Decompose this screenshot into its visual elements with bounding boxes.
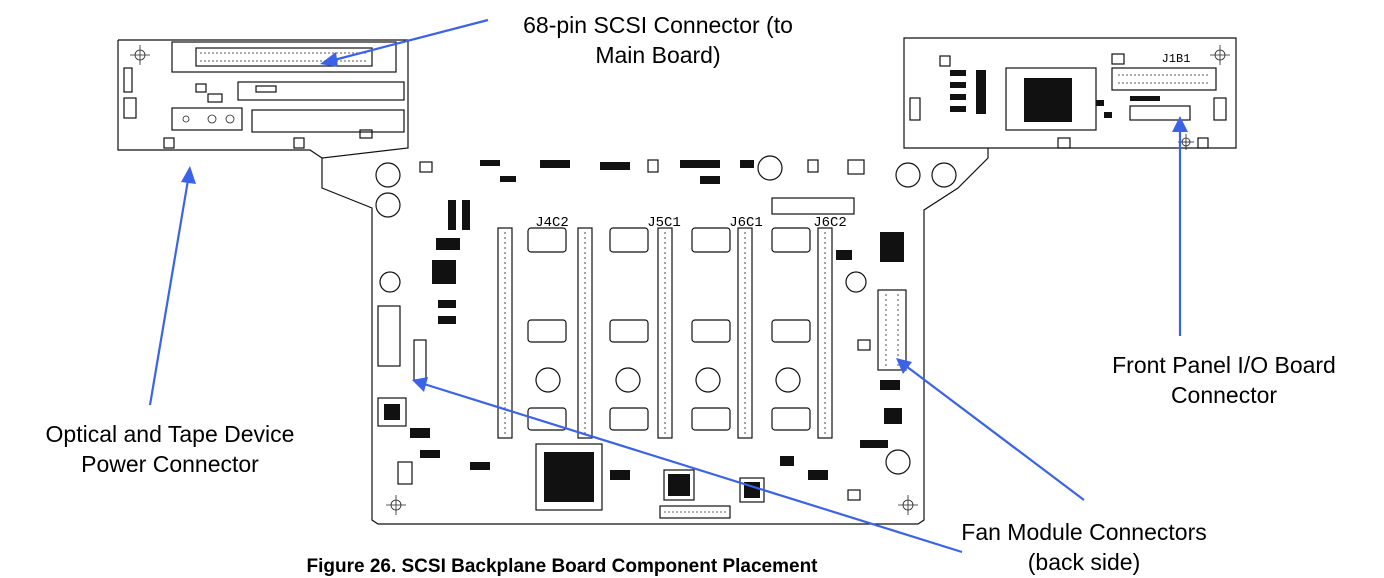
slot-cutouts bbox=[527, 227, 811, 431]
arrow-fan-module-right bbox=[905, 365, 1085, 501]
arrow-optical-tape-head bbox=[181, 166, 196, 184]
arrow-fan-module-left-head bbox=[412, 377, 428, 392]
callout-fan-line2: (back side) bbox=[1028, 549, 1140, 575]
callout-optical-line1: Optical and Tape Device bbox=[46, 421, 295, 447]
right-wing-small-parts bbox=[950, 70, 1160, 118]
callout-arrows bbox=[148, 18, 1188, 554]
silk-front-panel-header: J1B1 bbox=[1162, 52, 1191, 66]
board-outline bbox=[117, 37, 1237, 525]
callout-fan-module: Fan Module Connectors (back side) bbox=[961, 519, 1206, 575]
arrow-scsi-connector bbox=[333, 18, 489, 62]
arrow-fan-module-right-head bbox=[896, 358, 912, 374]
silk-slot-j4c2: J4C2 bbox=[535, 215, 569, 231]
callout-front-panel-line2: Connector bbox=[1171, 382, 1277, 408]
arrow-fan-module-left bbox=[423, 382, 963, 554]
silkscreen-labels: J4C2 J5C1 J6C1 J6C2 J1B1 bbox=[535, 52, 1190, 231]
right-wing-components bbox=[909, 53, 1227, 149]
callout-fan-line1: Fan Module Connectors bbox=[961, 519, 1206, 545]
arrow-scsi-connector-head bbox=[320, 52, 338, 67]
callout-front-panel-line1: Front Panel I/O Board bbox=[1112, 352, 1336, 378]
callout-scsi-connector: 68-pin SCSI Connector (to Main Board) bbox=[523, 12, 793, 68]
left-side-parts bbox=[377, 260, 456, 485]
left-wing-components bbox=[123, 41, 405, 149]
callout-scsi-line1: 68-pin SCSI Connector (to bbox=[523, 12, 793, 38]
right-side-parts bbox=[847, 289, 911, 501]
silk-slot-j5c1: J5C1 bbox=[647, 215, 681, 231]
slot-pin-rows bbox=[504, 232, 826, 434]
silk-slot-j6c2: J6C2 bbox=[813, 215, 847, 231]
callout-front-panel: Front Panel I/O Board Connector bbox=[1112, 352, 1336, 408]
figure-caption: Figure 26. SCSI Backplane Board Componen… bbox=[306, 556, 818, 577]
slot-capacitors bbox=[535, 367, 801, 393]
drive-slot-connectors bbox=[497, 227, 833, 439]
board-top-parts bbox=[375, 155, 957, 293]
bottom-parts bbox=[470, 443, 828, 519]
arrow-optical-tape bbox=[148, 179, 190, 406]
arrow-front-panel-head bbox=[1172, 116, 1188, 132]
silk-slot-j6c1: J6C1 bbox=[729, 215, 763, 231]
callout-scsi-line2: Main Board) bbox=[595, 42, 720, 68]
callout-optical-tape: Optical and Tape Device Power Connector bbox=[46, 421, 295, 477]
mounting-holes bbox=[130, 45, 1230, 515]
callout-optical-line2: Power Connector bbox=[81, 451, 259, 477]
scsi-connector-pins bbox=[195, 47, 373, 67]
